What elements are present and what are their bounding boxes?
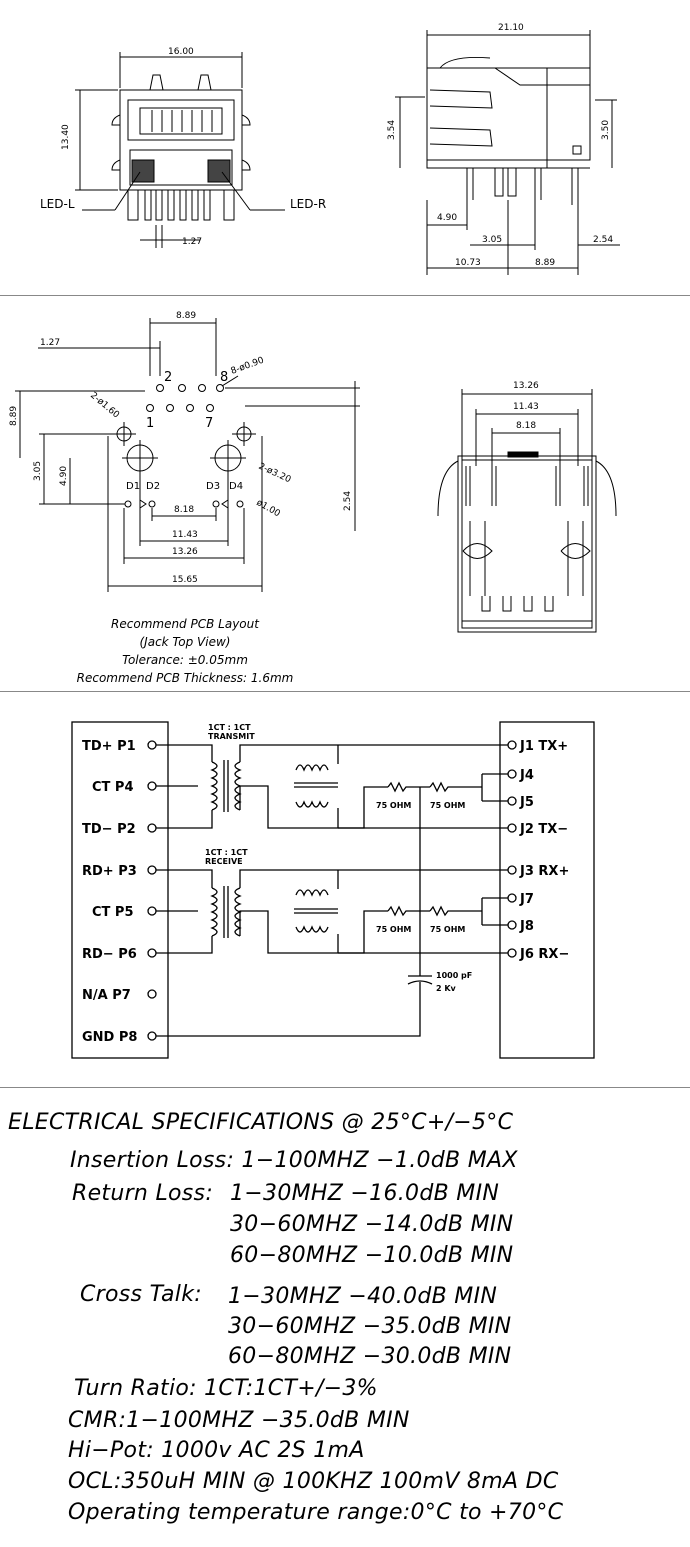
led-right-label: LED-R [290, 197, 326, 211]
pin-label-7: 7 [205, 416, 213, 431]
spec-return-label: Return Loss: [72, 1181, 214, 1206]
dim-side-h-left: 3.54 [387, 120, 397, 140]
cap-value-label: 1000 pF [436, 971, 472, 980]
dim-pcb-490: 4.90 [59, 466, 69, 486]
spec-cross-row: 1−30MHZ −40.0dB MIN [228, 1284, 498, 1309]
spec-insertion-loss: Insertion Loss: 1−100MHZ −1.0dB MAX [70, 1148, 518, 1173]
dim-side-d1: 4.90 [437, 213, 457, 223]
resistor-label: 75 OHM [376, 925, 411, 934]
spec-title: ELECTRICAL SPECIFICATIONS @ 25°C+/−5°C [8, 1110, 514, 1135]
rx-label: RECEIVE [205, 857, 243, 866]
pin-label-1: 1 [146, 416, 154, 431]
dim-side-length: 21.10 [498, 23, 524, 33]
right-pin-label: J2 TX− [519, 822, 568, 837]
left-pin-label: CT P4 [92, 780, 134, 795]
spec-cross-label: Cross Talk: [80, 1282, 202, 1307]
pcb-note-1: Recommend PCB Layout [111, 617, 260, 631]
spec-cmr: CMR:1−100MHZ −35.0dB MIN [68, 1408, 410, 1433]
dim-side-h-right: 3.50 [601, 120, 611, 140]
right-pin-label: J6 RX− [519, 947, 569, 962]
front-view-pins [127, 189, 235, 221]
pcb-layout-drawing: 8.89 1.27 8-ø0.90 2-ø1.60 8.89 3.05 4.90… [9, 311, 617, 685]
spec-cross-row: 60−80MHZ −30.0dB MIN [228, 1344, 512, 1369]
pcb-note-2: (Jack Top View) [140, 635, 231, 649]
dim-pcb-818: 8.18 [174, 505, 194, 515]
left-pin-label: RD+ P3 [82, 864, 137, 879]
right-pin-label: J8 [519, 919, 534, 934]
right-pin-label: J1 TX+ [519, 739, 568, 754]
pcb-note-4: Recommend PCB Thickness: 1.6mm [77, 671, 294, 685]
dim-pcb-305: 3.05 [33, 461, 43, 481]
dim-pcb-1565: 15.65 [172, 575, 198, 585]
cap-voltage-label: 2 Kv [436, 984, 457, 993]
resistor-label: 75 OHM [376, 801, 411, 810]
led-left-label: LED-L [40, 197, 75, 211]
circuit-schematic: TD+ P1 CT P4 TD− P2 RD+ P3 CT P5 RD− P6 … [71, 721, 595, 1059]
dim-front-pitch: 1.27 [182, 237, 202, 247]
resistor-label: 75 OHM [430, 801, 465, 810]
dim-side-d4: 10.73 [455, 258, 481, 268]
dim-led-hole: ø1.00 [255, 498, 282, 520]
dim-pcb-1326: 13.26 [172, 547, 198, 557]
left-connector-box [71, 721, 169, 1059]
separator [0, 1087, 690, 1088]
left-pin-label: TD− P2 [82, 822, 136, 837]
front-view-contacts [151, 110, 213, 132]
right-pin-label: J5 [519, 795, 534, 810]
dim-top-1326: 13.26 [513, 381, 539, 391]
spec-hipot: Hi−Pot: 1000v AC 2S 1mA [68, 1438, 365, 1463]
pcb-pin-holes [146, 384, 224, 412]
right-pin-label: J3 RX+ [519, 864, 569, 879]
spec-return-row: 60−80MHZ −10.0dB MIN [230, 1243, 514, 1268]
schematic-section: TD+ P1 CT P4 TD− P2 RD+ P3 CT P5 RD− P6 … [0, 692, 690, 1087]
spec-ocl: OCL:350uH MIN @ 100KHZ 100mV 8mA DC [68, 1469, 559, 1494]
tx-label: TRANSMIT [208, 732, 255, 741]
jack-top-view [437, 389, 617, 633]
left-pin-label: TD+ P1 [82, 739, 136, 754]
pin-label-2: 2 [164, 370, 172, 385]
dim-pcb-pitch: 1.27 [40, 338, 60, 348]
tx-ratio-label: 1CT : 1CT [208, 723, 251, 732]
left-pin-label: RD− P6 [82, 947, 137, 962]
dim-pcb-left-v: 8.89 [9, 406, 19, 426]
spec-cross-row: 30−60MHZ −35.0dB MIN [228, 1314, 512, 1339]
pin-label-8: 8 [220, 370, 228, 385]
separator [0, 691, 690, 692]
spec-return-row: 1−30MHZ −16.0dB MIN [230, 1181, 500, 1206]
spec-temp: Operating temperature range:0°C to +70°C [68, 1500, 564, 1525]
dim-pin-hole: 8-ø0.90 [230, 356, 266, 377]
right-pin-label: J4 [519, 768, 534, 783]
dim-top-818: 8.18 [516, 421, 536, 431]
mechanical-section: 16.00 13.40 1.27 LED-L LED-R 21.10 3.54 … [0, 0, 690, 295]
mechanical-drawing: 16.00 13.40 1.27 LED-L LED-R 21.10 3.54 … [40, 23, 620, 275]
right-connector-box [499, 721, 595, 1059]
dim-top-1143: 11.43 [513, 402, 539, 412]
left-pin-label: N/A P7 [82, 988, 131, 1003]
spec-turn-ratio: Turn Ratio: 1CT:1CT+/−3% [74, 1376, 378, 1401]
dim-pcb-1143: 11.43 [172, 530, 198, 540]
pcb-section: 8.89 1.27 8-ø0.90 2-ø1.60 8.89 3.05 4.90… [0, 296, 690, 690]
led-label-d4: D4 [229, 481, 243, 492]
rx-ratio-label: 1CT : 1CT [205, 848, 248, 857]
left-pin-label: CT P5 [92, 905, 134, 920]
led-label-d2: D2 [146, 481, 160, 492]
led-label-d1: D1 [126, 481, 140, 492]
pcb-note-3: Tolerance: ±0.05mm [122, 653, 248, 667]
spec-return-row: 30−60MHZ −14.0dB MIN [230, 1212, 514, 1237]
side-view [395, 30, 620, 275]
dim-side-d3: 2.54 [593, 235, 613, 245]
led-label-d3: D3 [206, 481, 220, 492]
dim-pcb-right-v: 2.54 [343, 491, 353, 511]
separator [0, 295, 690, 296]
dim-hole-left: 2-ø1.60 [88, 391, 121, 421]
right-pin-label: J7 [519, 892, 534, 907]
left-pin-label: GND P8 [82, 1030, 137, 1045]
electrical-specifications: ELECTRICAL SPECIFICATIONS @ 25°C+/−5°C I… [0, 1088, 690, 1547]
resistor-label: 75 OHM [430, 925, 465, 934]
dim-side-d5: 8.89 [535, 258, 555, 268]
dim-front-height: 13.40 [61, 124, 71, 150]
dim-front-width: 16.00 [168, 47, 194, 57]
dim-pcb-top: 8.89 [176, 311, 196, 321]
dim-side-d2: 3.05 [482, 235, 502, 245]
